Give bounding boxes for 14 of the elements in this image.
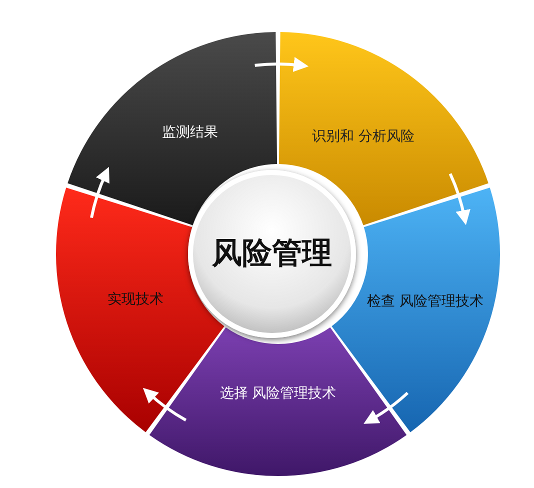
segment-label: 监测结果 (160, 123, 219, 142)
arrow (254, 57, 309, 72)
segment-label: 识别和 分析风险 (310, 127, 416, 146)
arrow (90, 166, 110, 218)
cycle-segment (278, 32, 488, 226)
segment-label: 检查 风险管理技术 (366, 292, 485, 312)
segment-label: 实现技术 (106, 290, 164, 310)
cycle-segment (68, 32, 278, 226)
arrow (448, 173, 470, 226)
segment-label: 选择 风险管理技术 (218, 384, 338, 404)
arrow (142, 388, 187, 422)
arrow (364, 392, 409, 424)
hub-label: 风险管理 (212, 236, 332, 272)
cycle-segment (149, 327, 407, 476)
